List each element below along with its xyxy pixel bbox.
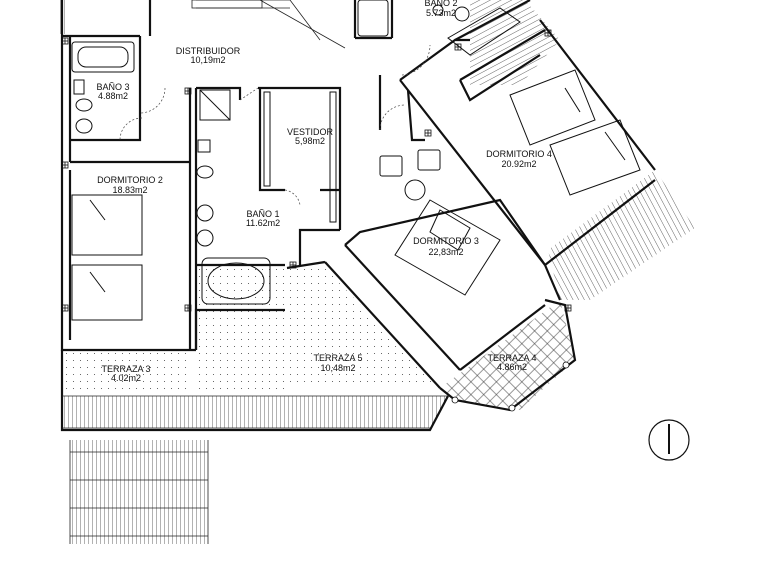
terrace-fills (60, 0, 695, 544)
room-name-vestidor: VESTIDOR (287, 127, 334, 137)
fixtures (71, 0, 641, 321)
room-area-bano-2: 5.73m2 (426, 8, 456, 18)
room-labels: DISTRIBUIDOR 10,19m2 BAÑO 3 4.88m2 BAÑO … (96, 0, 551, 383)
room-name-bano-1: BAÑO 1 (246, 209, 279, 219)
railing-posts (451, 361, 570, 412)
room-area-terraza-3: 4.02m2 (111, 373, 141, 383)
room-area-dormitorio-2: 18.83m2 (112, 185, 147, 195)
room-area-terraza-5: 10,48m2 (320, 363, 355, 373)
room-name-terraza-5: TERRAZA 5 (313, 353, 362, 363)
room-name-dormitorio-4: DORMITORIO 4 (486, 149, 552, 159)
room-name-terraza-4: TERRAZA 4 (487, 353, 536, 363)
room-area-bano-1: 11.62m2 (246, 218, 280, 228)
room-name-bano-2: BAÑO 2 (424, 0, 457, 8)
room-area-dormitorio-4: 20.92m2 (501, 159, 536, 169)
room-area-vestidor: 5,98m2 (295, 136, 325, 146)
walls (60, 0, 656, 432)
room-name-dormitorio-2: DORMITORIO 2 (97, 175, 163, 185)
north-arrow-icon (648, 419, 690, 461)
door-swings (119, 44, 431, 206)
outlet-marks (61, 29, 572, 312)
room-area-terraza-4: 4.86m2 (497, 362, 527, 372)
room-area-dormitorio-3: 22,83m2 (428, 247, 463, 257)
room-name-distribuidor: DISTRIBUIDOR (176, 46, 241, 56)
room-area-distribuidor: 10,19m2 (190, 55, 225, 65)
room-name-bano-3: BAÑO 3 (96, 82, 129, 92)
thin-lines (62, 0, 448, 544)
room-name-terraza-3: TERRAZA 3 (101, 364, 150, 374)
room-name-dormitorio-3: DORMITORIO 3 (413, 236, 479, 246)
room-area-bano-3: 4.88m2 (98, 91, 128, 101)
